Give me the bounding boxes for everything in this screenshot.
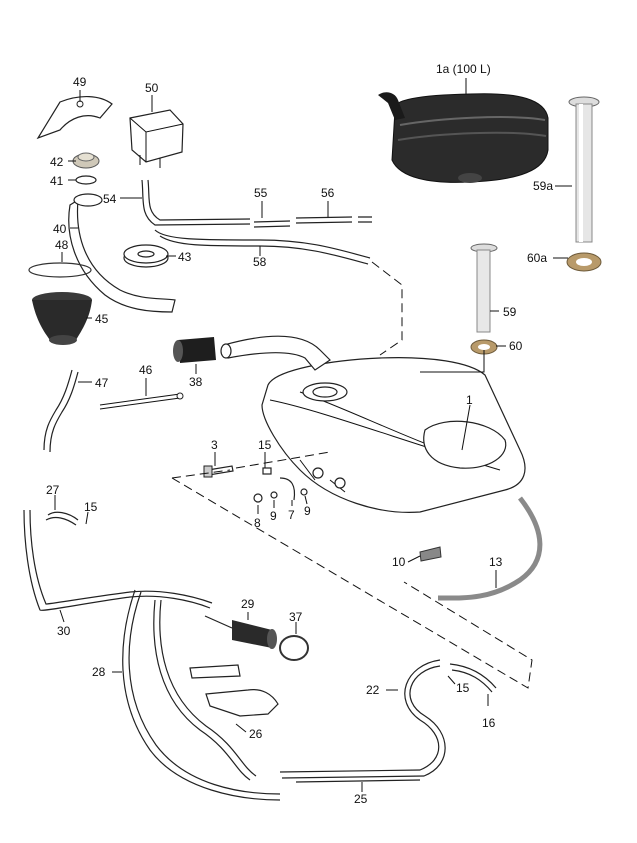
label-40: 40	[53, 222, 67, 236]
pump-clamp	[279, 635, 309, 661]
hose-47	[43, 369, 79, 453]
label-56: 56	[321, 186, 335, 200]
fuel-tank	[261, 357, 526, 513]
leader-dashed-58	[371, 261, 403, 356]
label-59: 59	[503, 305, 517, 319]
seal-ring-41	[75, 175, 97, 185]
label-9-a: 9	[270, 509, 277, 523]
label-37: 37	[289, 610, 303, 624]
hose-27	[45, 511, 79, 526]
label-47: 47	[95, 376, 109, 390]
label-45: 45	[95, 312, 109, 326]
fuel-cap	[72, 152, 100, 169]
label-16: 16	[482, 716, 496, 730]
filler-hose	[68, 193, 176, 313]
label-15-b: 15	[84, 500, 98, 514]
hose-22	[279, 659, 446, 779]
rubber-sleeve	[173, 337, 216, 363]
rubber-boot	[32, 292, 92, 345]
label-41: 41	[50, 174, 64, 188]
label-38: 38	[189, 375, 203, 389]
label-46: 46	[139, 363, 153, 377]
label-8: 8	[254, 516, 261, 530]
hose-16	[449, 663, 497, 693]
pump-bracket	[189, 664, 279, 717]
label-43: 43	[178, 250, 192, 264]
leader-dashed-main	[171, 469, 533, 689]
label-25: 25	[354, 792, 368, 806]
label-60a: 60a	[527, 251, 547, 265]
label-60: 60	[509, 339, 523, 353]
vent-hose	[141, 179, 251, 226]
label-9-b: 9	[304, 504, 311, 518]
hose-28	[122, 589, 281, 801]
label-22: 22	[366, 683, 380, 697]
label-1: 1	[466, 393, 473, 407]
label-15-a: 15	[258, 438, 272, 452]
label-48: 48	[55, 238, 69, 252]
part-labels: 1a (100 L) 59a 60a 59 60 1 49 50 42 41 5…	[46, 62, 553, 806]
connector-55	[253, 220, 291, 228]
label-29: 29	[241, 597, 255, 611]
label-15-c: 15	[456, 681, 470, 695]
label-10: 10	[392, 555, 406, 569]
hose-26	[153, 599, 257, 781]
grommet	[123, 244, 169, 268]
leader-dashed-top	[235, 451, 331, 469]
label-58: 58	[253, 255, 267, 269]
label-49: 49	[73, 75, 87, 89]
leader-lines	[54, 78, 572, 792]
label-54: 54	[103, 192, 117, 206]
relay-box	[129, 109, 184, 168]
drain-hose	[437, 496, 543, 601]
label-26: 26	[249, 727, 263, 741]
fuel-line-25	[295, 779, 421, 783]
pipe-30	[23, 509, 213, 611]
label-28: 28	[92, 665, 106, 679]
clamp-ring	[28, 262, 92, 278]
bracket-10	[419, 546, 442, 562]
label-50: 50	[145, 81, 159, 95]
cover-plate	[36, 96, 113, 140]
fuel-sender-long	[568, 96, 600, 243]
label-13: 13	[489, 555, 503, 569]
filler-pipe	[220, 335, 331, 371]
fuel-tank-100l	[378, 92, 549, 183]
label-55: 55	[254, 186, 268, 200]
fuel-pump	[204, 615, 277, 649]
fuel-sender-short	[470, 243, 498, 333]
fasteners	[253, 467, 308, 503]
label-1a: 1a (100 L)	[436, 62, 491, 76]
label-3: 3	[211, 438, 218, 452]
seal-ring-60a	[566, 252, 602, 272]
tube-56	[295, 216, 372, 224]
label-59a: 59a	[533, 179, 553, 193]
label-30: 30	[57, 624, 71, 638]
label-42: 42	[50, 155, 64, 169]
label-7: 7	[288, 508, 295, 522]
label-27: 27	[46, 483, 60, 497]
wire-46	[99, 392, 184, 410]
seal-ring-60	[470, 339, 498, 355]
